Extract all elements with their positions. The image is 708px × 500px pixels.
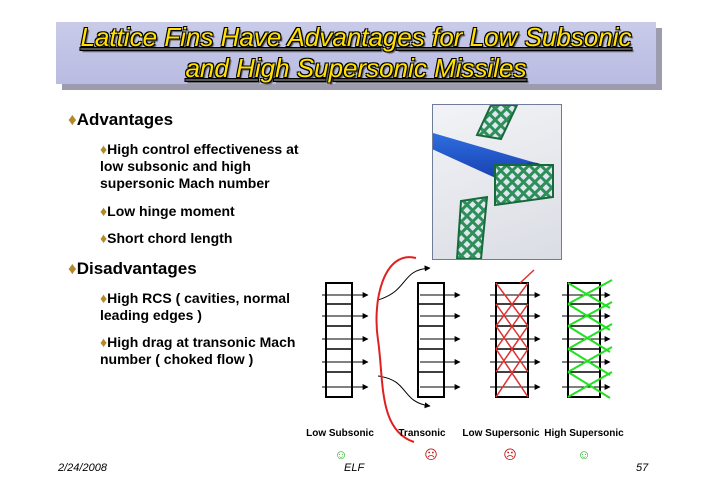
- diamond-bullet-icon: ♦: [100, 230, 108, 246]
- title-band: [56, 22, 656, 84]
- diamond-bullet-icon: ♦: [100, 141, 108, 157]
- lattice-fin-render: [432, 104, 562, 260]
- disadvantages-heading: ♦Disadvantages: [68, 259, 197, 278]
- title-line-1: Lattice Fins Have Advantages for Low Sub…: [80, 22, 632, 52]
- diamond-bullet-icon: ♦: [100, 334, 108, 350]
- frown-face-icon: ☹: [424, 447, 438, 462]
- transonic-fin: [375, 256, 461, 443]
- diamond-bullet-icon: ♦: [68, 259, 77, 278]
- disadvantage-item: ♦High RCS ( cavities, normal leading edg…: [100, 290, 290, 323]
- regime-label-transonic: Transonic: [398, 428, 446, 439]
- diamond-bullet-icon: ♦: [100, 290, 108, 306]
- footer-date: 2/24/2008: [58, 462, 107, 474]
- smile-face-icon: ☺: [334, 447, 348, 462]
- high-supersonic-fin: [562, 279, 613, 399]
- regime-label-low-subsonic: Low Subsonic: [306, 428, 374, 439]
- smile-face-icon: ☺: [577, 447, 591, 462]
- advantages-heading: ♦Advantages: [68, 110, 174, 129]
- regime-label-high-supersonic: High Supersonic: [544, 428, 624, 439]
- diamond-bullet-icon: ♦: [68, 110, 77, 129]
- advantage-item: ♦Low hinge moment: [100, 203, 235, 219]
- low-subsonic-fin: [322, 282, 369, 398]
- frown-face-icon: ☹: [503, 447, 517, 462]
- regime-label-low-supersonic: Low Supersonic: [462, 428, 540, 439]
- title-line-2: and High Supersonic Missiles: [185, 53, 527, 83]
- diamond-bullet-icon: ♦: [100, 203, 108, 219]
- low-supersonic-fin: [490, 269, 541, 398]
- slide-title: Lattice Fins Have Advantages for Low Sub…: [56, 22, 656, 84]
- footer-center: ELF: [344, 462, 365, 474]
- page-number: 57: [636, 462, 649, 474]
- advantage-item: ♦Short chord length: [100, 230, 233, 246]
- lattice-fin-illustration: [433, 105, 554, 259]
- disadvantage-item: ♦High drag at transonic Mach number ( ch…: [100, 334, 296, 367]
- advantage-item: ♦High control effectiveness at low subso…: [100, 141, 299, 191]
